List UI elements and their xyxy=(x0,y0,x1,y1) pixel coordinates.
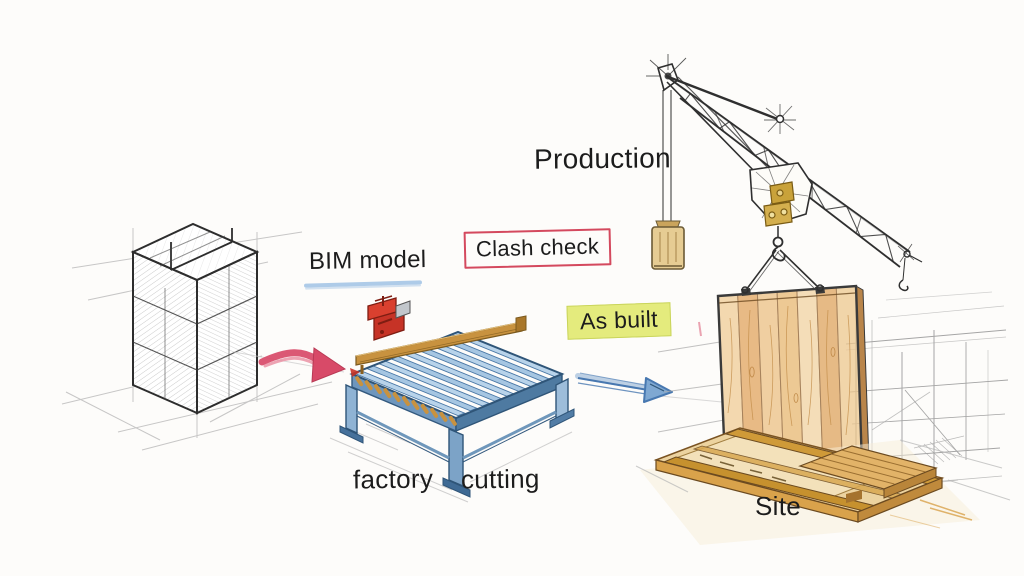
mid-joint-pulley xyxy=(764,104,796,134)
roof-notch xyxy=(170,228,233,271)
wood-grain xyxy=(727,305,851,436)
site-platform xyxy=(635,427,1011,545)
boom-tip-pulley xyxy=(897,243,923,292)
table-slats xyxy=(352,331,564,417)
hatch-patch xyxy=(913,435,965,465)
machine-ground-sketch xyxy=(329,423,573,503)
workflow-arrow-red xyxy=(233,347,347,383)
deck-side-face xyxy=(857,477,943,523)
counterweight-block xyxy=(651,220,685,270)
site-label: Site xyxy=(755,491,802,521)
mast-line xyxy=(666,81,758,175)
crane-cab xyxy=(749,162,813,227)
gantry-beam xyxy=(355,315,527,374)
machine-legs xyxy=(339,377,575,498)
tan-sketch-strokes xyxy=(889,499,973,529)
facade-lines xyxy=(149,231,230,400)
building-model-sketch xyxy=(61,222,333,451)
deck-marks xyxy=(699,454,787,482)
lifting-lugs xyxy=(741,284,825,296)
apex-pulley xyxy=(646,54,687,92)
cutting-head-carriage xyxy=(367,295,411,341)
clash-check-label: Clash check xyxy=(463,228,612,269)
lifting-slings xyxy=(745,249,820,293)
crane-sketch xyxy=(646,54,923,293)
timber-wall-panel xyxy=(657,284,870,469)
cutting-label: cutting xyxy=(460,463,540,495)
behind-panel-sketch xyxy=(657,341,725,433)
workflow-arrow-blue xyxy=(575,372,723,403)
stray-red-mark xyxy=(698,321,702,337)
factory-label: factory xyxy=(352,463,434,495)
pallet-block xyxy=(798,445,938,503)
as-built-label: As built xyxy=(566,302,672,340)
hook-icon xyxy=(771,226,786,262)
corner-clamp xyxy=(350,368,360,377)
production-label: Production xyxy=(533,142,672,175)
cnc-cutting-machine xyxy=(329,295,575,503)
bim-model-label: BIM model xyxy=(308,245,427,276)
rack-teeth xyxy=(355,376,457,426)
